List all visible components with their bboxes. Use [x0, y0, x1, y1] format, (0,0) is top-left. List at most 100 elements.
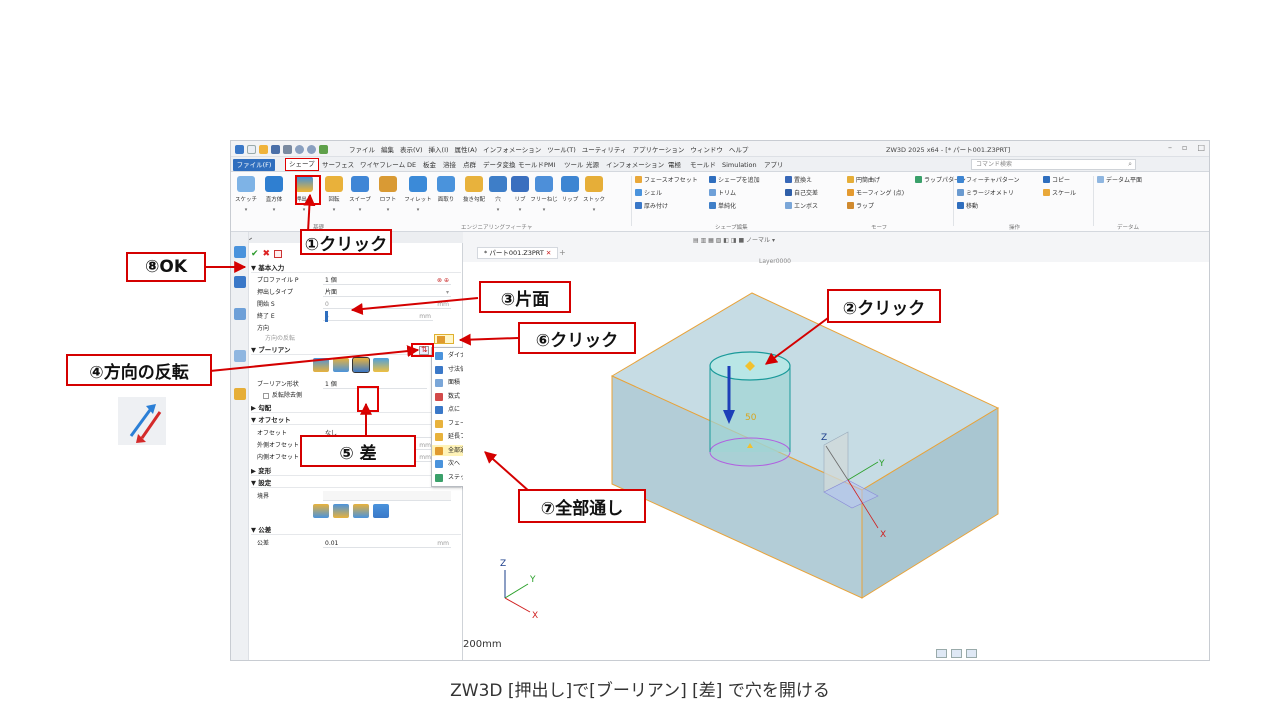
chevron-down-icon[interactable]: ▾: [518, 207, 522, 213]
rib-button[interactable]: リブ ▾: [509, 176, 531, 213]
boundary-mode-icon[interactable]: [353, 504, 369, 518]
tab-weld[interactable]: 溶接: [443, 161, 456, 169]
menu-item[interactable]: 表示(V): [400, 146, 423, 154]
tab-wireframe[interactable]: ワイヤフレーム: [360, 161, 406, 169]
face-offset-button[interactable]: フェースオフセット: [635, 175, 698, 184]
stock-button[interactable]: ストック ▾: [583, 176, 605, 213]
regen-icon[interactable]: [319, 144, 328, 154]
tab-mold[interactable]: モールド: [518, 161, 544, 169]
trim-button[interactable]: トリム: [709, 188, 736, 197]
direction-row[interactable]: 方向: [257, 323, 461, 334]
history-icon[interactable]: [234, 246, 246, 258]
open-folder-icon[interactable]: [259, 144, 268, 154]
menu-item[interactable]: 編集: [381, 146, 394, 154]
chevron-down-icon[interactable]: ▾: [302, 207, 306, 213]
redo-icon[interactable]: [307, 144, 316, 154]
cylinder-bend-button[interactable]: 円筒曲げ: [847, 175, 880, 184]
move-button[interactable]: 移動: [957, 201, 978, 210]
tab-file[interactable]: ファイル(F): [233, 159, 275, 171]
revolve-button[interactable]: 回転 ▾: [323, 176, 345, 213]
section-transform[interactable]: ▶ 変形: [251, 466, 461, 476]
flip-direction-row[interactable]: 方向の反転: [257, 333, 461, 344]
tab-data-convert[interactable]: データ変換: [483, 161, 516, 169]
chevron-down-icon[interactable]: ▾: [244, 207, 248, 213]
boolean-intersect-icon[interactable]: [373, 358, 389, 372]
print-icon[interactable]: [283, 144, 292, 154]
section-draft[interactable]: ▶ 勾配: [251, 403, 461, 413]
option-formula[interactable]: 数式: [432, 391, 510, 403]
flip-removal-checkbox[interactable]: [263, 392, 269, 399]
view-icon[interactable]: [234, 350, 246, 362]
render-mode-label[interactable]: ノーマル: [746, 237, 771, 244]
lip-button[interactable]: リップ: [559, 176, 581, 210]
boolean-add-icon[interactable]: [333, 358, 349, 372]
tab-pointcloud[interactable]: 点群: [463, 161, 476, 169]
chevron-down-icon[interactable]: ▾: [592, 207, 596, 213]
draft-button[interactable]: 抜き勾配: [463, 176, 485, 210]
free-thread-button[interactable]: フリーねじ ▾: [530, 176, 558, 213]
close-icon[interactable]: ✕: [545, 249, 552, 257]
boundary-mode-icon[interactable]: [313, 504, 329, 518]
menu-item[interactable]: ユーティリティ: [581, 146, 627, 154]
grid-icon[interactable]: [936, 649, 947, 658]
menu-item[interactable]: アプリケーション: [632, 146, 685, 154]
chevron-down-icon[interactable]: ▾: [272, 207, 276, 213]
pick-icon[interactable]: ⊗ ⊕: [437, 277, 449, 284]
boundary-field[interactable]: [323, 491, 451, 501]
search-icon[interactable]: ⌕: [1128, 160, 1132, 168]
thicken-button[interactable]: 厚み付け: [635, 201, 668, 210]
boundary-mode-icon[interactable]: [333, 504, 349, 518]
tab-electrode[interactable]: 電極: [668, 161, 681, 169]
apply-icon[interactable]: [274, 250, 283, 258]
sketch-button[interactable]: スケッチ ▾: [235, 176, 257, 213]
wrap-button[interactable]: ラップ: [847, 201, 874, 210]
section-tolerance[interactable]: ▼ 公差: [251, 525, 461, 535]
flip-removal-row[interactable]: 反転除去側: [257, 390, 461, 401]
tab-surface[interactable]: サーフェス: [322, 161, 355, 169]
layer-icon[interactable]: [234, 308, 246, 320]
menu-item[interactable]: 挿入(I): [428, 146, 449, 154]
tab-mold-2[interactable]: モールド: [690, 161, 716, 169]
feature-pattern-button[interactable]: フィーチャパターン: [957, 175, 1020, 184]
replace-button[interactable]: 置換え: [785, 175, 812, 184]
chevron-down-icon[interactable]: ▾: [332, 207, 336, 213]
emboss-button[interactable]: エンボス: [785, 201, 818, 210]
simplify-button[interactable]: 単純化: [709, 201, 736, 210]
option-dimension[interactable]: 寸法値: [432, 364, 510, 376]
profile-row[interactable]: プロファイル P 1 個⊗ ⊕: [257, 275, 461, 286]
chevron-down-icon[interactable]: ▾: [386, 207, 390, 213]
section-basic-input[interactable]: ▼ 基本入力: [251, 263, 461, 273]
end-type-trigger[interactable]: [434, 334, 454, 344]
boundary-mode-icon[interactable]: [373, 504, 389, 518]
tab-simulation[interactable]: Simulation: [722, 161, 757, 169]
option-to-point[interactable]: 点に: [432, 404, 510, 416]
save-icon[interactable]: [271, 144, 280, 154]
tab-pmi[interactable]: PMI: [544, 161, 556, 169]
chevron-down-icon[interactable]: ▾: [496, 207, 500, 213]
chevron-down-icon[interactable]: ▾: [416, 207, 420, 213]
undo-icon[interactable]: [295, 144, 304, 154]
menu-item[interactable]: ツール(T): [547, 146, 576, 154]
tab-shape[interactable]: シェープ: [285, 158, 319, 171]
boolean-subtract-icon[interactable]: [352, 357, 370, 373]
tab-information[interactable]: インフォメーション: [606, 161, 665, 169]
boundary-row[interactable]: 境界: [257, 491, 461, 502]
tab-apps[interactable]: アプリ: [764, 161, 784, 169]
menu-item[interactable]: インフォメーション: [483, 146, 542, 154]
chevron-down-icon[interactable]: ▾: [542, 207, 546, 213]
profile-field[interactable]: 1 個⊗ ⊕: [323, 275, 451, 285]
add-shape-button[interactable]: シェープを追加: [709, 175, 760, 184]
morph-point-button[interactable]: モーフィング (点): [847, 188, 904, 197]
scale-button[interactable]: スケール: [1043, 188, 1076, 197]
hole-button[interactable]: 穴 ▾: [487, 176, 509, 213]
datum-plane-button[interactable]: データム平面: [1097, 175, 1142, 184]
tab-sheetmetal[interactable]: 板金: [423, 161, 436, 169]
copy-button[interactable]: コピー: [1043, 175, 1070, 184]
sweep-button[interactable]: スイープ ▾: [349, 176, 371, 213]
chamfer-button[interactable]: 面取り: [435, 176, 457, 210]
section-offset[interactable]: ▼ オフセット: [251, 415, 461, 425]
